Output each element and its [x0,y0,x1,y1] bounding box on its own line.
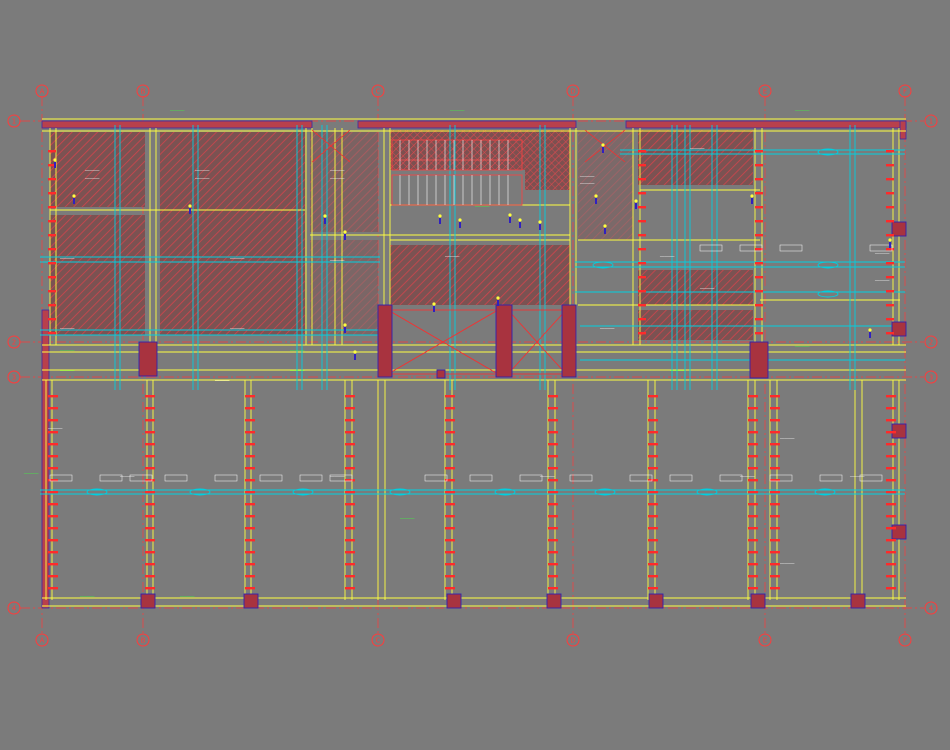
annotation-mark: ────── [329,176,345,181]
annotation-text: ────── ────── ────── ────── ────── ────── ────… [23,108,893,599]
grid-bubble-col-a: A [35,633,49,647]
annotation-mark: ────── [59,256,75,261]
annotation-mark: ────── [289,348,305,353]
annotation-mark: ────── [874,278,890,283]
grid-bubble-label: 4 [12,605,17,613]
grid-bubble-label: C [376,88,381,96]
grid-bubble-label: D [570,637,575,645]
annotation-mark: ────── [229,326,245,331]
grid-bubble-label: E [763,637,767,645]
annotation-mark: ────── [214,378,230,383]
grid-bubble-col-d: D [566,84,580,98]
grid-bubble-label: 4 [929,605,934,613]
grid-bubble-label: A [40,88,45,96]
stair-treads [399,140,509,205]
grid-bubble-row-1: 1 [7,114,21,128]
annotation-mark: ────── [119,474,135,479]
annotation-mark: ────── [539,474,555,479]
grid-bubble-label: F [903,637,907,645]
grid-bubble-col-a: A [35,84,49,98]
annotation-mark: ────── [23,471,39,476]
annotation-mark: ────── [794,344,810,349]
grid-bubble-label: 2 [12,339,16,347]
grid-bubble-row-3: 3 [924,370,938,384]
ducts [40,125,905,496]
annotation-mark: ────── [739,474,755,479]
annotation-mark: ────── [699,286,715,291]
grid-bubble-label: E [763,88,767,96]
annotation-mark: ────── [579,181,595,186]
annotation-mark: ────── [659,254,675,259]
annotation-mark: ────── [329,258,345,263]
grid-bubble-row-2: 2 [924,335,938,349]
annotation-mark: ────── [779,436,795,441]
grid-bubbles: A A B B C C D D E E F F 1 1 2 2 3 3 4 4 [7,84,938,647]
grid-bubble-row-4: 4 [924,601,938,615]
annotation-mark: ────── [794,108,810,113]
grid-bubble-label: B [141,637,146,645]
annotation-mark: ────── [689,146,705,151]
grid-bubble-row-2: 2 [7,335,21,349]
exterior-walls [41,120,907,609]
annotation-mark: ────── [779,561,795,566]
grid-bubble-col-e: E [758,633,772,647]
annotation-mark: ────── [194,168,210,173]
annotation-mark: ────── [194,176,210,181]
annotation-mark: ────── [449,108,465,113]
annotation-mark: ────── [47,426,63,431]
annotation-mark: ────── [59,348,75,353]
annotation-mark: ────── [84,176,100,181]
annotation-mark: ────── [59,326,75,331]
annotation-mark: ────── [289,368,305,373]
grid-bubble-col-d: D [566,633,580,647]
grid-bubble-label: 1 [12,118,16,126]
grid-bubble-label: 3 [929,374,933,382]
grid-bubble-col-b: B [136,84,150,98]
annotation-mark: ────── [669,368,685,373]
grid-bubble-label: D [570,88,575,96]
grid-bubble-label: 1 [929,118,933,126]
red-fixture-ticks [48,150,896,590]
grid-bubble-label: 3 [12,374,16,382]
annotation-mark: ────── [599,326,615,331]
grid-bubble-col-e: E [758,84,772,98]
grid-bubble-row-3: 3 [7,370,21,384]
grid-bubble-label: A [40,637,45,645]
annotation-mark: ────── [474,204,490,209]
annotation-mark: ────── [59,368,75,373]
annotation-mark: ────── [399,516,415,521]
grid-bubble-col-f: F [898,633,912,647]
grid-bubble-label: 2 [929,339,933,347]
annotation-mark: ────── [579,174,595,179]
annotation-mark: ────── [179,594,195,599]
annotation-mark: ────── [329,474,345,479]
grid-bubble-label: B [141,88,146,96]
annotation-mark: ────── [84,168,100,173]
grid-bubble-row-1: 1 [924,114,938,128]
annotation-mark: ────── [169,108,185,113]
annotation-mark: ────── [329,168,345,173]
grid-bubble-label: C [376,637,381,645]
annotation-mark: ────── [79,594,95,599]
structural-columns [138,221,907,609]
annotation-mark: ────── [444,254,460,259]
annotation-mark: ────── [849,474,865,479]
grid-bubble-col-c: C [371,84,385,98]
annotation-mark: ────── [229,256,245,261]
grid-bubble-col-b: B [136,633,150,647]
grid-bubble-label: F [903,88,907,96]
grid-bubble-col-c: C [371,633,385,647]
grid-bubble-row-4: 4 [7,601,21,615]
annotation-mark: ────── [874,251,890,256]
grid-bubble-col-f: F [898,84,912,98]
